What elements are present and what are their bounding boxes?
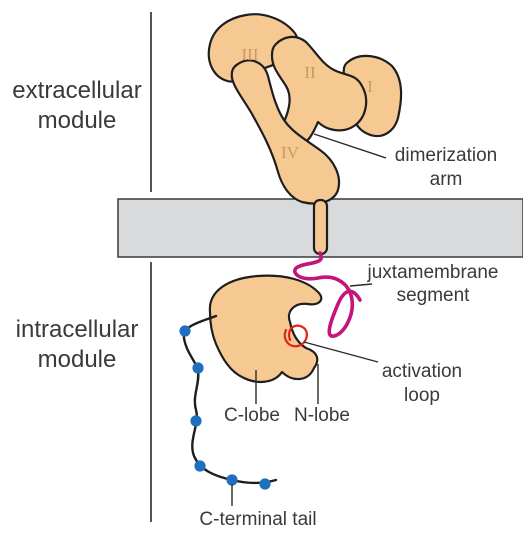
activation-label-line2: loop: [404, 385, 440, 406]
activation-label-line1: activation: [382, 361, 462, 382]
domain-label-III: III: [242, 45, 259, 64]
domain-label-II: II: [304, 63, 316, 82]
phosphosite-3: [190, 415, 201, 426]
phosphosite-6: [259, 478, 270, 489]
juxtamembrane-leader: [350, 284, 372, 286]
dimerization-label-line2: arm: [430, 169, 463, 190]
transmembrane-helix: [314, 200, 327, 254]
domain-label-I: I: [367, 77, 373, 96]
dimerization-label-line1: dimerization: [395, 145, 497, 166]
intracellular-label-line1: intracellular: [16, 316, 139, 343]
phosphosite-1: [179, 325, 190, 336]
extracellular-label-line2: module: [38, 107, 117, 134]
c-terminal-tail-label: C-terminal tail: [199, 509, 316, 530]
phosphosite-2: [192, 362, 203, 373]
domain-label-IV: IV: [281, 143, 300, 162]
intracellular-label-line2: module: [38, 346, 117, 373]
n-lobe-label: N-lobe: [294, 405, 350, 426]
phosphosite-5: [226, 474, 237, 485]
juxtamembrane-label-line2: segment: [397, 285, 471, 306]
juxtamembrane-label-line1: juxtamembrane: [367, 262, 499, 283]
extracellular-label-line1: extracellular: [12, 77, 141, 104]
c-lobe-label: C-lobe: [224, 405, 280, 426]
phosphosite-4: [194, 460, 205, 471]
